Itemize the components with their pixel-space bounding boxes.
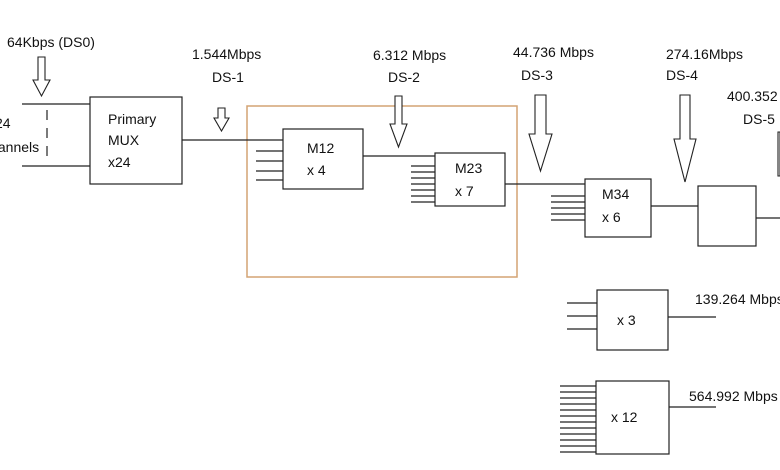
m12-multiplier: x 4 (307, 162, 326, 178)
ds4-rate-label: 274.16Mbps (666, 46, 743, 62)
m12-name: M12 (307, 140, 334, 156)
ds1-down-arrow (213, 107, 230, 133)
ds0-down-arrow (32, 56, 51, 98)
ds2-name-label: DS-2 (388, 69, 420, 85)
ds4-block (697, 185, 757, 247)
primary-mux-line3: x24 (108, 154, 131, 170)
ds0-rate-label: 64Kbps (DS0) (7, 34, 95, 50)
x3-multiplier: x 3 (617, 312, 636, 328)
ds2-rate-label: 6.312 Mbps (373, 47, 446, 63)
highlight-frame (246, 105, 518, 278)
m34-name: M34 (602, 186, 629, 202)
primary-mux-line1: Primary (108, 111, 156, 127)
ds5-rate-label: 400.352 (727, 88, 778, 104)
ds4-name-label: DS-4 (666, 67, 698, 83)
m12-block (282, 128, 364, 190)
channels-count-label: 24 (0, 115, 11, 131)
ds3-down-arrow (528, 94, 553, 173)
ds5-name-label: DS-5 (743, 111, 775, 127)
ds2-down-arrow (389, 95, 408, 149)
m23-name: M23 (455, 160, 482, 176)
x12-multiplier: x 12 (611, 409, 638, 425)
m34-block (584, 178, 652, 238)
channels-word-label: Channels (0, 139, 39, 155)
ds4-down-arrow (673, 94, 697, 183)
ds1-rate-label: 1.544Mbps (192, 46, 261, 62)
ds3-rate-label: 44.736 Mbps (513, 44, 594, 60)
ds1-name-label: DS-1 (212, 69, 244, 85)
x12-block (595, 380, 670, 455)
ds3-name-label: DS-3 (521, 67, 553, 83)
m23-block (434, 152, 506, 207)
m34-multiplier: x 6 (602, 209, 621, 225)
out-564-label: 564.992 Mbps (689, 388, 778, 404)
primary-mux-line2: MUX (108, 132, 140, 148)
m23-multiplier: x 7 (455, 183, 474, 199)
out-139-label: 139.264 Mbps (695, 291, 780, 307)
x3-block (596, 289, 669, 351)
